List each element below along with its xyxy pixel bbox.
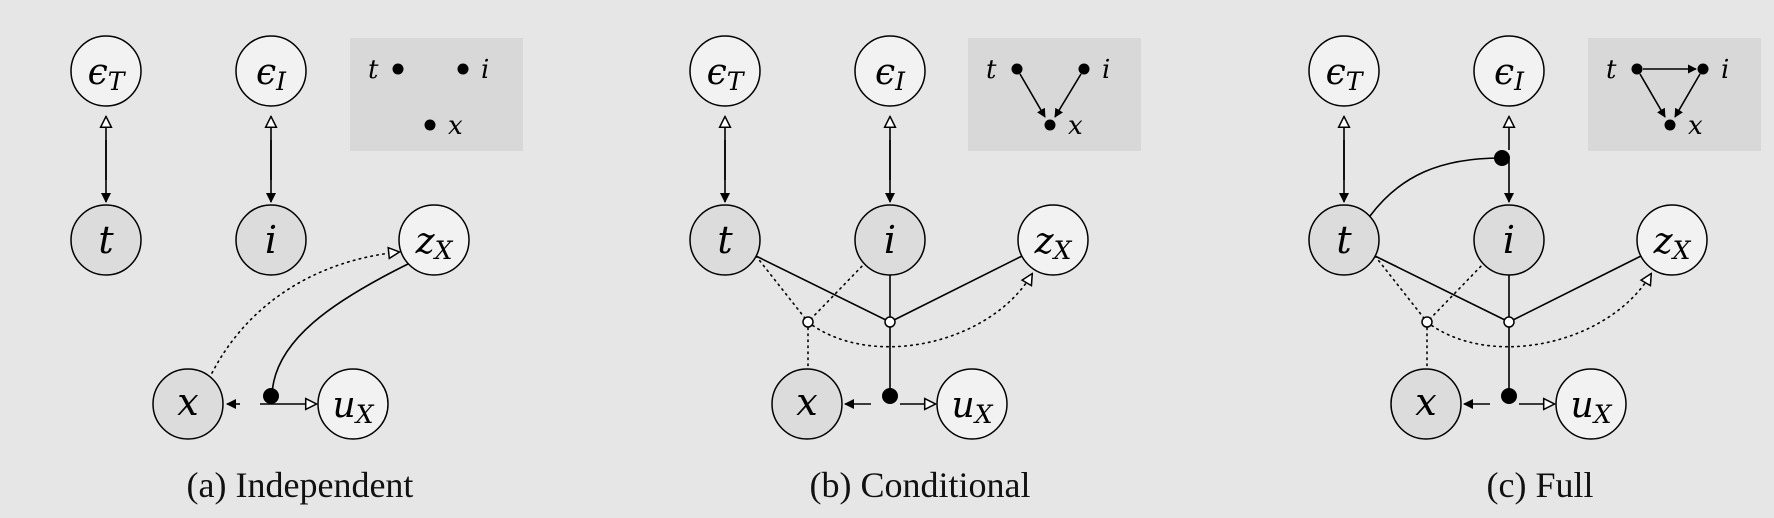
junction-node [884,316,896,328]
node-uX: uX [936,368,1008,440]
svg-text:x: x [796,380,817,424]
svg-text:x: x [177,380,198,424]
inset-background [350,38,523,151]
node-epsT: ϵT [1308,35,1380,107]
junction-node-dotted [802,316,814,328]
inset-dot-t [1631,63,1643,75]
svg-text:uX: uX [333,385,375,429]
edge-z-to-junction [889,255,1023,323]
panel-b: t i x ϵT ϵI [689,35,1141,505]
edge-z-to-junction [1508,255,1642,323]
svg-text:uX: uX [1571,385,1613,429]
inset-label-x: x [448,111,463,141]
inset-edge-t-x [1019,73,1046,118]
node-epsI: ϵI [235,35,307,107]
edge-t-to-mech-i [1369,157,1502,217]
svg-text:zX: zX [1034,221,1073,265]
node-epsI: ϵI [1473,35,1545,107]
node-epsT: ϵT [70,35,142,107]
inset-edge-i-x [1054,73,1082,118]
inset-dot-t [1011,63,1023,75]
edge-i-dotted [807,261,867,323]
node-uX: uX [1555,368,1627,440]
svg-text:i: i [884,218,896,262]
node-t: t [70,204,142,276]
inset-label-i: i [1102,55,1110,85]
inset-dot-x [424,119,436,131]
edge-i-dotted [1426,261,1486,323]
svg-text:uX: uX [952,385,994,429]
mechanism-dot [263,388,279,404]
svg-text:t: t [1336,218,1352,262]
node-x: x [1390,368,1462,440]
mechanism-dot-i [1494,150,1510,166]
node-epsI: ϵI [854,35,926,107]
inset-label-t: t [986,55,997,85]
edge-t-dotted [755,255,809,323]
edge-dotted-to-z [807,274,1032,348]
inset-dot-x [1664,119,1676,131]
node-i: i [854,204,926,276]
inset-background [968,38,1141,151]
svg-text:ϵI: ϵI [256,52,287,96]
node-uX: uX [317,368,389,440]
svg-text:ϵI: ϵI [875,52,906,96]
edge-t-to-junction [1374,255,1510,323]
caption-a: (a) Independent [187,465,414,505]
svg-text:ϵT: ϵT [707,52,746,96]
edge-t-dotted [1374,255,1428,323]
panel-c: t i x ϵT ϵI [1308,35,1761,505]
caption-c: (c) Full [1487,465,1594,505]
inset-label-t: t [368,55,379,85]
inset-label-i: i [1721,55,1729,85]
panel-a: t i x ϵT ϵI t i [70,35,523,505]
mechanism-dot [882,388,898,404]
caption-b: (b) Conditional [810,465,1031,505]
inset-dot-i [1078,63,1090,75]
svg-text:ϵT: ϵT [1326,52,1365,96]
junction-node-dotted [1421,316,1433,328]
inset-label-i: i [481,55,489,85]
edge-t-to-junction [755,255,891,323]
svg-text:zX: zX [1653,221,1692,265]
svg-text:i: i [1503,218,1515,262]
node-zX: zX [1636,204,1708,276]
inset-dot-x [1044,119,1056,131]
svg-text:ϵI: ϵI [1494,52,1525,96]
edge-z-to-mech [271,262,411,396]
node-t: t [689,204,761,276]
mechanism-dot [1501,388,1517,404]
inset-label-x: x [1068,111,1083,141]
inset-edge-t-x [1639,73,1666,118]
inset-dot-i [457,63,469,75]
svg-text:t: t [98,218,114,262]
svg-text:i: i [265,218,277,262]
node-zX: zX [1017,204,1089,276]
node-i: i [235,204,307,276]
inset-label-x: x [1688,111,1703,141]
svg-text:ϵT: ϵT [88,52,127,96]
inset-label-t: t [1606,55,1617,85]
inset-background [1588,38,1761,151]
node-epsT: ϵT [689,35,761,107]
inset-dot-t [392,63,404,75]
svg-text:t: t [717,218,733,262]
svg-text:x: x [1415,380,1436,424]
edge-x-to-z-dotted [211,252,399,374]
node-x: x [771,368,843,440]
junction-node [1503,316,1515,328]
node-x: x [152,368,224,440]
node-i: i [1473,204,1545,276]
node-zX: zX [398,204,470,276]
svg-text:zX: zX [415,221,454,265]
inset-dot-i [1697,63,1709,75]
node-t: t [1308,204,1380,276]
inset-edge-i-x [1674,73,1701,118]
edge-dotted-to-z [1426,274,1651,348]
